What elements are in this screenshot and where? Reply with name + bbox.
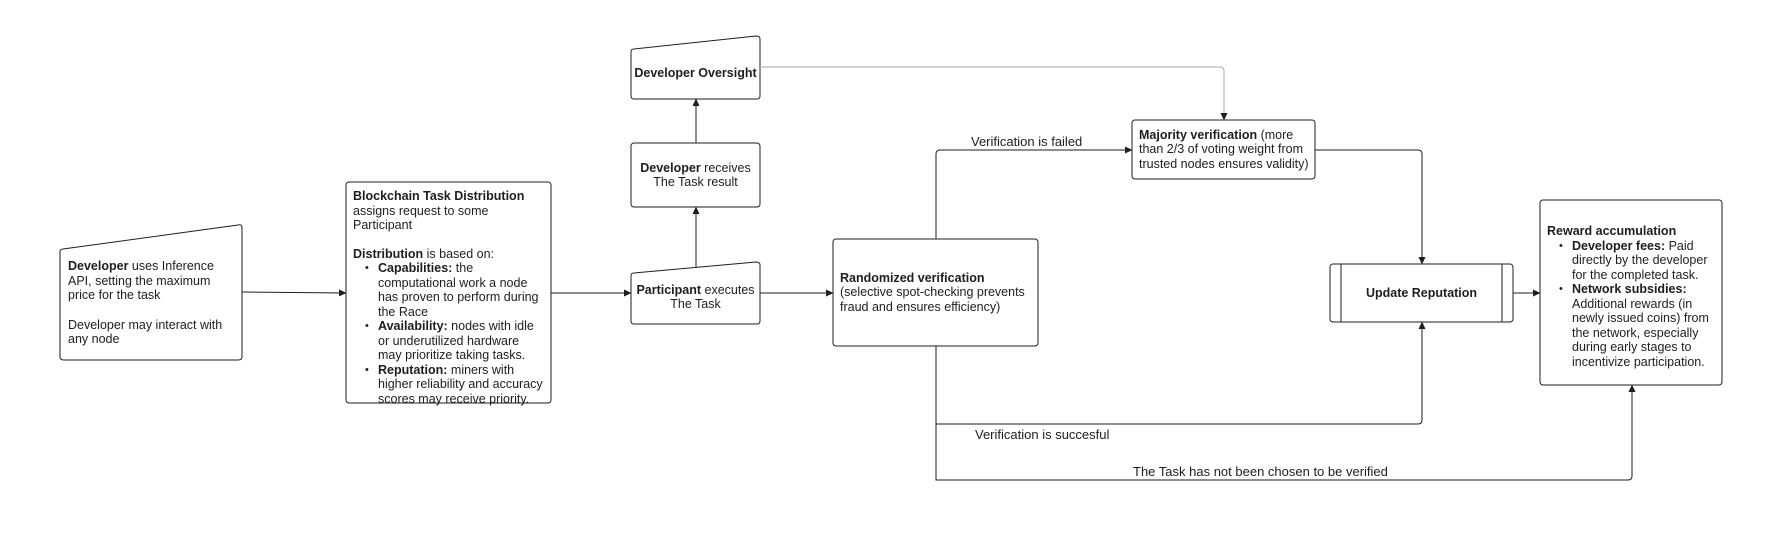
developer-text: uses Inference API, setting the maximum … bbox=[68, 259, 214, 303]
developer-note: Developer may interact with any node bbox=[68, 317, 223, 347]
participant-text: executes The Task bbox=[670, 282, 755, 312]
dev-receives-node: Developer receives The Task result bbox=[638, 145, 753, 205]
oversight-shape bbox=[630, 35, 761, 100]
edge-randomized-reward bbox=[935, 384, 1636, 481]
criterion-availability: Availability: nodes with idle or underut… bbox=[365, 319, 546, 363]
edge-majority-update bbox=[1315, 149, 1426, 265]
edge-oversight-majority bbox=[760, 66, 1228, 121]
randomized-bold: Randomized verification bbox=[840, 270, 985, 285]
distribution-title: Blockchain Task Distribution bbox=[353, 189, 525, 203]
dev-receives-text: receives The Task result bbox=[653, 160, 751, 190]
update-title: Update Reputation bbox=[1365, 285, 1478, 300]
label-not-chosen: The Task has not been chosen to be verif… bbox=[1130, 464, 1391, 479]
developer-bold: Developer bbox=[68, 259, 129, 274]
reward-node: Reward accumulation Developer fees: Paid… bbox=[1547, 224, 1718, 369]
distribution-basis: Distribution is based on: bbox=[353, 246, 495, 261]
distribution-subtitle: assigns request to some Participant bbox=[353, 203, 489, 233]
majority-node: Majority verification (more than 2/3 of … bbox=[1139, 122, 1311, 177]
dev-receives-bold: Developer bbox=[640, 160, 701, 175]
distribution-criteria-list: Capabilities: the computational work a n… bbox=[353, 261, 546, 406]
developer-node: Developer uses Inference API, setting th… bbox=[68, 250, 236, 356]
edge-developer-distribution bbox=[241, 289, 347, 297]
oversight-node: Developer Oversight bbox=[634, 50, 757, 97]
criterion-reputation: Reputation: miners with higher reliabili… bbox=[365, 363, 546, 407]
majority-text: (more than 2/3 of voting weight from tru… bbox=[1139, 127, 1309, 171]
label-verification-successful: Verification is succesful bbox=[972, 427, 1113, 442]
developer-shape bbox=[59, 224, 243, 361]
randomized-text: (selective spot-checking prevents fraud … bbox=[840, 285, 1025, 314]
reward-list: Developer fees: Paid directly by the dev… bbox=[1547, 239, 1718, 370]
update-node: Update Reputation bbox=[1342, 265, 1501, 321]
criterion-capabilities: Capabilities: the computational work a n… bbox=[365, 261, 546, 319]
reward-network-subsidies: Network subsidies: Additional rewards (i… bbox=[1559, 282, 1718, 369]
edge-randomized-majority bbox=[935, 146, 1133, 239]
participant-bold: Participant bbox=[636, 282, 702, 297]
edge-randomized-update bbox=[935, 321, 1426, 425]
participant-node: Participant executes The Task bbox=[634, 272, 757, 322]
participant-shape bbox=[630, 261, 761, 325]
distribution-node: Blockchain Task Distribution assigns req… bbox=[353, 189, 546, 406]
majority-bold: Majority verification bbox=[1139, 127, 1258, 142]
oversight-title: Developer Oversight bbox=[634, 66, 757, 81]
reward-developer-fees: Developer fees: Paid directly by the dev… bbox=[1559, 239, 1718, 283]
reward-title: Reward accumulation bbox=[1547, 224, 1677, 238]
randomized-node: Randomized verification (selective spot-… bbox=[840, 241, 1033, 344]
label-verification-failed: Verification is failed bbox=[968, 134, 1086, 149]
